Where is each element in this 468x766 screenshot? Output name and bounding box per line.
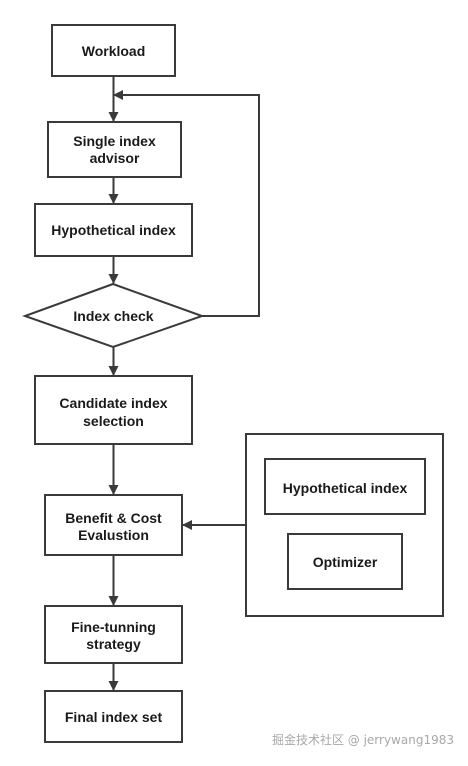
hypothetical-index-node: Hypothetical index	[34, 203, 193, 257]
fine-tuning-strategy-node: Fine-tunning strategy	[44, 605, 183, 664]
benefit-cost-evaluation-label-line2: Evalustion	[78, 527, 149, 543]
candidate-index-selection-label-line1: Candidate index	[59, 395, 167, 411]
benefit-cost-evaluation-label-line1: Benefit & Cost	[65, 510, 162, 526]
candidate-index-selection-label-line2: selection	[83, 413, 144, 429]
watermark: 掘金技术社区 @ jerrywang1983	[271, 733, 454, 747]
single-index-advisor-node: Single index advisor	[47, 121, 182, 178]
container-optimizer-label: Optimizer	[313, 554, 378, 570]
index-check-label: Index check	[73, 308, 153, 324]
single-index-advisor-label-line1: Single index	[73, 133, 156, 149]
benefit-cost-evaluation-node: Benefit & Cost Evalustion	[44, 494, 183, 556]
container-hypothetical-index-box	[264, 458, 426, 515]
fine-tuning-strategy-label-line1: Fine-tunning	[71, 619, 156, 635]
loop-back-arrow	[113, 90, 260, 317]
workload-node: Workload	[51, 24, 176, 77]
evaluation-components-container: Hypothetical index Optimizer	[245, 433, 444, 617]
final-index-set-node: Final index set	[44, 690, 183, 743]
index-check-decision: Index check	[22, 282, 205, 349]
container-optimizer-box	[287, 533, 403, 590]
candidate-index-selection-node: Candidate index selection	[34, 375, 193, 445]
fine-tuning-strategy-label-line2: strategy	[86, 636, 141, 652]
final-index-set-label: Final index set	[65, 709, 163, 725]
hypothetical-index-label: Hypothetical index	[51, 222, 176, 238]
single-index-advisor-label-line2: advisor	[90, 150, 140, 166]
container-hypothetical-index-label: Hypothetical index	[283, 480, 408, 496]
workload-label: Workload	[82, 43, 146, 59]
